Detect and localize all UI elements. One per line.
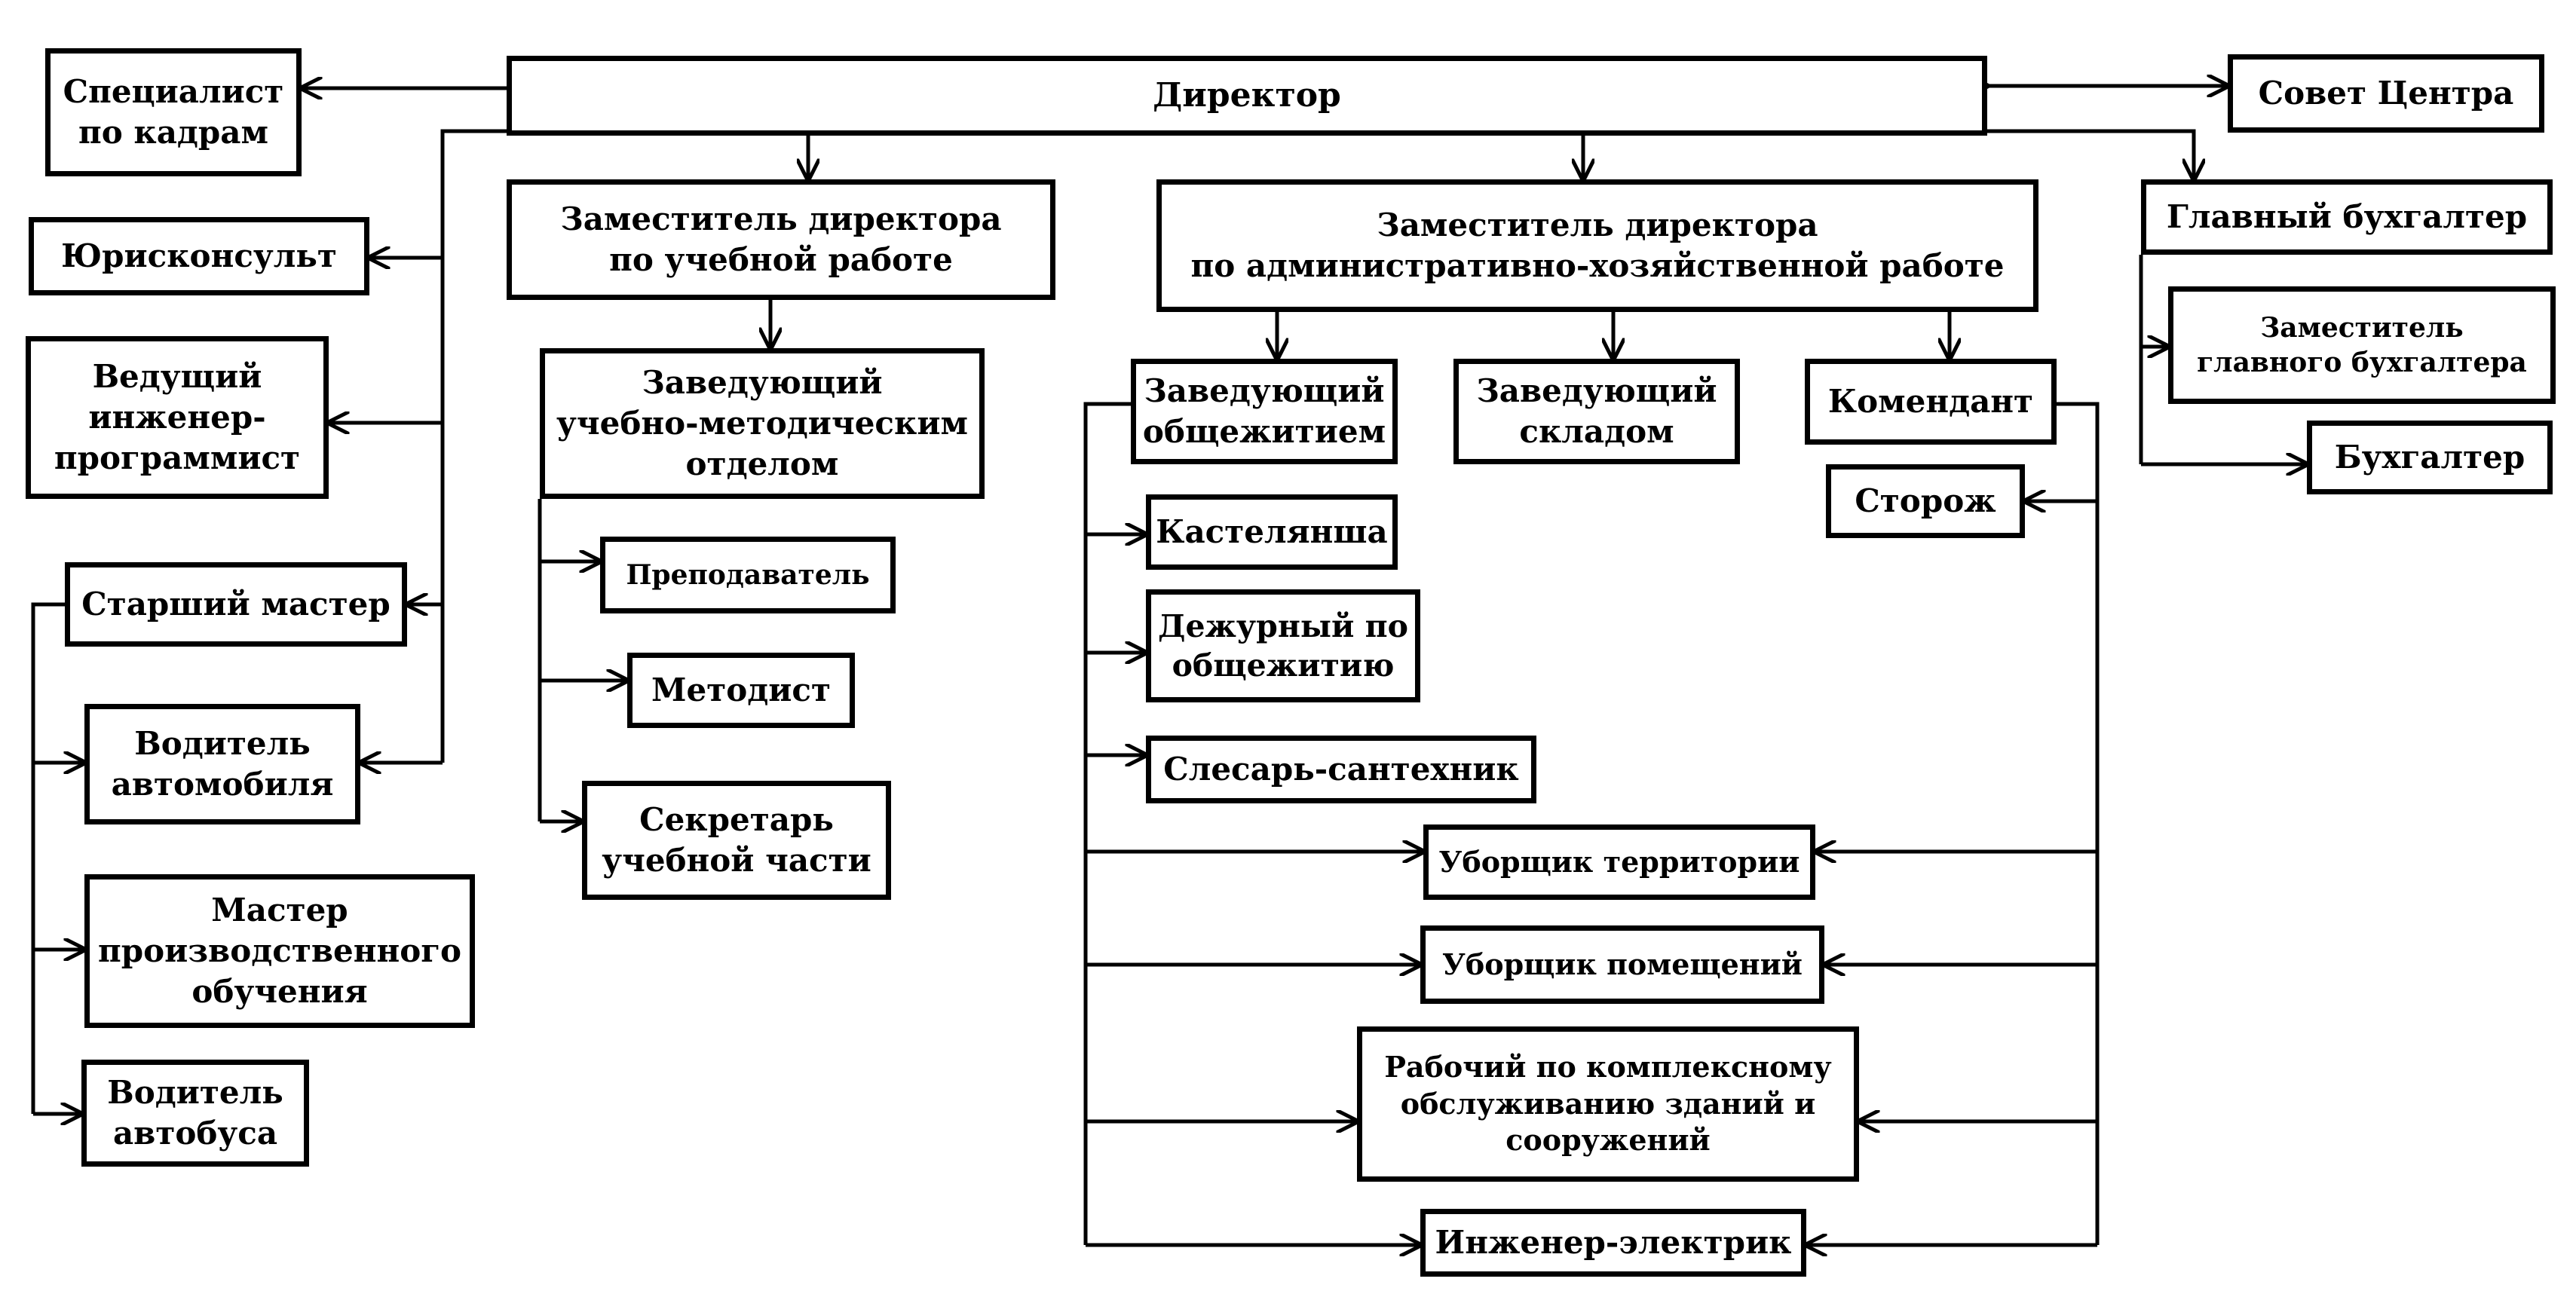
node-deputy-chief-accountant: Заместитель главного бухгалтера <box>2168 286 2556 404</box>
node-center-council: Совет Центра <box>2228 54 2544 133</box>
node-maintenance-worker: Рабочий по комплексному обслуживанию зда… <box>1357 1026 1859 1182</box>
node-chief-accountant: Главный бухгалтер <box>2141 179 2553 255</box>
node-center-council-label: Совет Центра <box>2258 75 2514 112</box>
node-territory-cleaner: Уборщик территории <box>1423 824 1815 900</box>
node-plumber: Слесарь-сантехник <box>1146 736 1536 803</box>
node-director-label: Директор <box>1153 75 1341 115</box>
senior-master-bus <box>31 602 65 1114</box>
node-production-master-label: Мастер производственного обучения <box>97 892 461 1010</box>
left-bus <box>440 129 507 763</box>
node-head-methodical-dept: Заведующий учебно-методическим отделом <box>540 348 985 499</box>
node-territory-cleaner-label: Уборщик территории <box>1438 844 1800 879</box>
node-bus-driver-label: Водитель автобуса <box>107 1074 283 1152</box>
node-dorm-duty-label: Дежурный по общежитию <box>1157 607 1408 684</box>
node-academic-secretary-label: Секретарь учебной части <box>602 801 871 879</box>
node-commandant-label: Комендант <box>1827 383 2034 421</box>
node-hr-specialist: Специалист по кадрам <box>45 48 302 176</box>
node-deputy-admin-label: Заместитель директора по административно… <box>1190 206 2005 284</box>
node-lead-engineer-programmer-label: Ведущий инженер- программист <box>54 358 301 476</box>
node-accountant-label: Бухгалтер <box>2334 439 2525 476</box>
node-senior-master-label: Старший мастер <box>81 586 391 623</box>
node-head-dormitory-label: Заведующий общежитием <box>1142 372 1386 450</box>
node-premises-cleaner-label: Уборщик помещений <box>1442 947 1803 981</box>
node-plumber-label: Слесарь-сантехник <box>1163 751 1519 788</box>
node-dorm-duty: Дежурный по общежитию <box>1146 589 1420 702</box>
node-hr-specialist-label: Специалист по кадрам <box>63 73 284 151</box>
node-car-driver: Водитель автомобиля <box>84 704 360 824</box>
node-head-dormitory: Заведующий общежитием <box>1131 359 1398 464</box>
dormitory-bus <box>1083 402 1131 1245</box>
node-electrical-engineer: Инженер-электрик <box>1420 1209 1806 1277</box>
node-premises-cleaner: Уборщик помещений <box>1420 925 1824 1004</box>
node-linen-keeper: Кастелянша <box>1146 494 1398 570</box>
node-teacher: Преподаватель <box>600 537 896 613</box>
node-electrical-engineer-label: Инженер-электрик <box>1435 1224 1792 1262</box>
node-deputy-academic: Заместитель директора по учебной работе <box>507 179 1055 300</box>
node-senior-master: Старший мастер <box>65 562 407 647</box>
node-director: Директор <box>507 56 1987 136</box>
node-academic-secretary: Секретарь учебной части <box>582 781 891 900</box>
node-deputy-academic-label: Заместитель директора по учебной работе <box>560 200 1002 278</box>
commandant-bus <box>2057 402 2100 1245</box>
node-deputy-chief-accountant-label: Заместитель главного бухгалтера <box>2197 311 2527 378</box>
node-bus-driver: Водитель автобуса <box>81 1060 309 1167</box>
node-head-warehouse-label: Заведующий складом <box>1476 372 1717 450</box>
node-watchman: Сторож <box>1826 464 2025 538</box>
node-lead-engineer-programmer: Ведущий инженер- программист <box>26 336 329 499</box>
edge-director-chief-accountant <box>1987 129 2194 179</box>
node-deputy-admin: Заместитель директора по административно… <box>1156 179 2038 312</box>
node-legal-counsel: Юрисконсульт <box>29 217 369 295</box>
node-teacher-label: Преподаватель <box>626 558 870 591</box>
node-maintenance-worker-label: Рабочий по комплексному обслуживанию зда… <box>1384 1050 1832 1158</box>
node-methodist: Методист <box>627 653 855 728</box>
node-head-methodical-dept-label: Заведующий учебно-методическим отделом <box>556 364 968 482</box>
node-car-driver-label: Водитель автомобиля <box>111 725 334 803</box>
node-watchman-label: Сторож <box>1855 482 1996 520</box>
node-linen-keeper-label: Кастелянша <box>1156 513 1388 551</box>
node-accountant: Бухгалтер <box>2307 421 2553 494</box>
node-production-master: Мастер производственного обучения <box>84 874 475 1028</box>
node-legal-counsel-label: Юрисконсульт <box>61 237 337 275</box>
node-head-warehouse: Заведующий складом <box>1453 359 1740 464</box>
node-methodist-label: Методист <box>651 671 831 709</box>
node-commandant: Комендант <box>1805 359 2057 445</box>
node-chief-accountant-label: Главный бухгалтер <box>2166 198 2528 236</box>
